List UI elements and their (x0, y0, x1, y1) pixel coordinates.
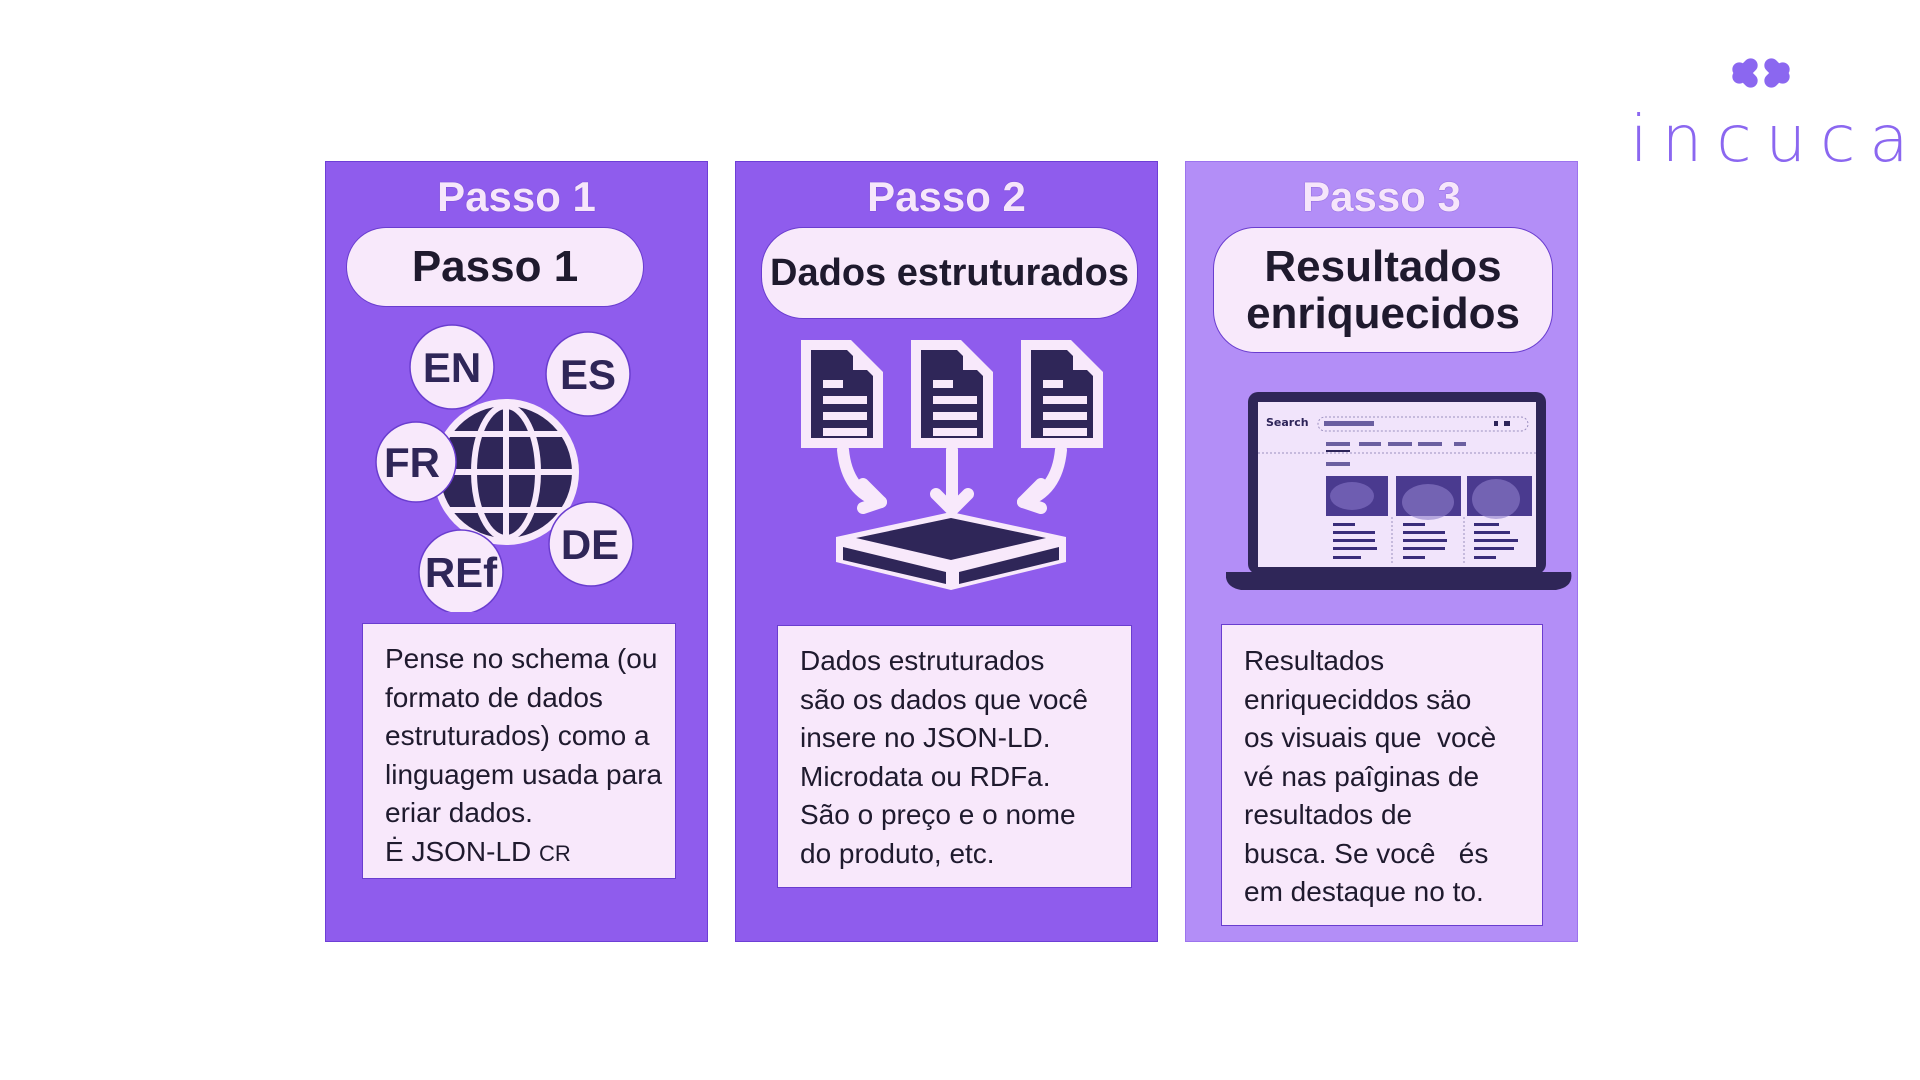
step-2-pill-label: Dados estruturados (761, 227, 1138, 319)
lang-es: ES (560, 351, 616, 398)
documents-to-database-icon (801, 340, 1103, 590)
step-3-title: Passo 3 (1302, 173, 1461, 220)
step-1-panel: Passo 1 Passo 1 EN ES FR DE REf Pen (325, 161, 708, 942)
step-3-panel: Passo 3 Resultados enriquecidos Search (1185, 161, 1578, 942)
step-2-title: Passo 2 (867, 173, 1026, 220)
step-1-description: Pense no schema (ou formato de dados est… (362, 623, 676, 879)
lang-fr: FR (384, 439, 440, 486)
logo-wordmark: incuca (1630, 103, 1920, 177)
incuca-logo: incuca (1630, 48, 1909, 172)
lang-en: EN (423, 344, 481, 391)
globe-languages-icon: EN ES FR DE REf (375, 324, 634, 612)
lang-de: DE (561, 521, 619, 568)
step-3-description: Resultados enriqueciddos säo os visuais … (1221, 624, 1543, 926)
step-3-pill-label: Resultados enriquecidos (1213, 227, 1553, 353)
code-brackets-icon (1732, 58, 1790, 88)
step-2-panel: Passo 2 Dados estruturados (735, 161, 1158, 942)
step-2-description: Dados estruturados são os dados que você… (777, 625, 1132, 888)
lang-ref: REf (425, 549, 498, 596)
laptop-search-results-icon: Search (1226, 392, 1572, 590)
step-1-title: Passo 1 (437, 173, 596, 220)
step-1-pill-label: Passo 1 (346, 227, 644, 307)
svg-text:Search: Search (1266, 416, 1309, 429)
